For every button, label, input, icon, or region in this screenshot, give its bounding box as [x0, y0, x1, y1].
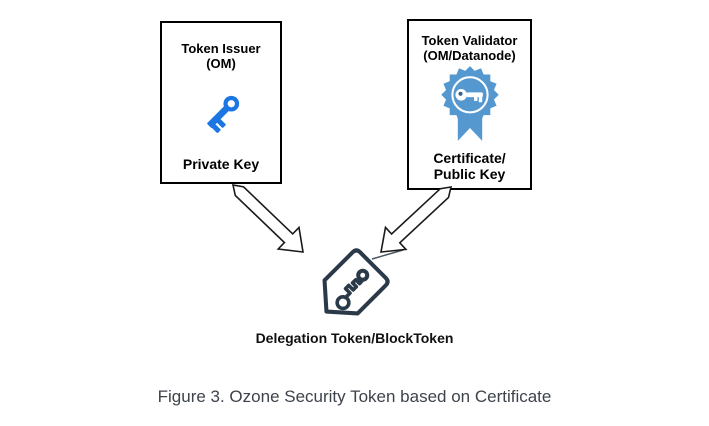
figure-caption: Figure 3. Ozone Security Token based on … — [157, 387, 552, 406]
private-key-label: Private Key — [182, 156, 260, 172]
token-issuer-title: Token Issuer (OM) — [181, 41, 260, 71]
delegation-token-label: Delegation Token/BlockToken — [255, 330, 454, 346]
arrow-issuer-to-token — [231, 184, 304, 253]
certificate-label-line1: Certificate/ — [433, 150, 506, 166]
token-issuer-box: Token Issuer (OM) Private Key — [160, 21, 282, 184]
certificate-label: Certificate/ Public Key — [433, 150, 505, 182]
private-key-icon — [207, 95, 240, 133]
token-validator-title: Token Validator (OM/Datanode) — [422, 33, 518, 63]
token-tag-icon — [322, 248, 390, 316]
token-issuer-title-line1: Token Issuer — [181, 41, 261, 56]
certificate-badge-icon — [440, 65, 499, 141]
token-issuer-title-line2: (OM) — [206, 56, 236, 71]
certificate-label-line2: Public Key — [433, 166, 506, 182]
token-validator-title-line2: (OM/Datanode) — [423, 48, 516, 63]
token-validator-title-line1: Token Validator — [421, 33, 518, 48]
token-validator-box: Token Validator (OM/Datanode) Certificat… — [407, 19, 532, 190]
tag-string-line — [371, 249, 404, 260]
arrow-validator-to-token — [380, 186, 453, 253]
